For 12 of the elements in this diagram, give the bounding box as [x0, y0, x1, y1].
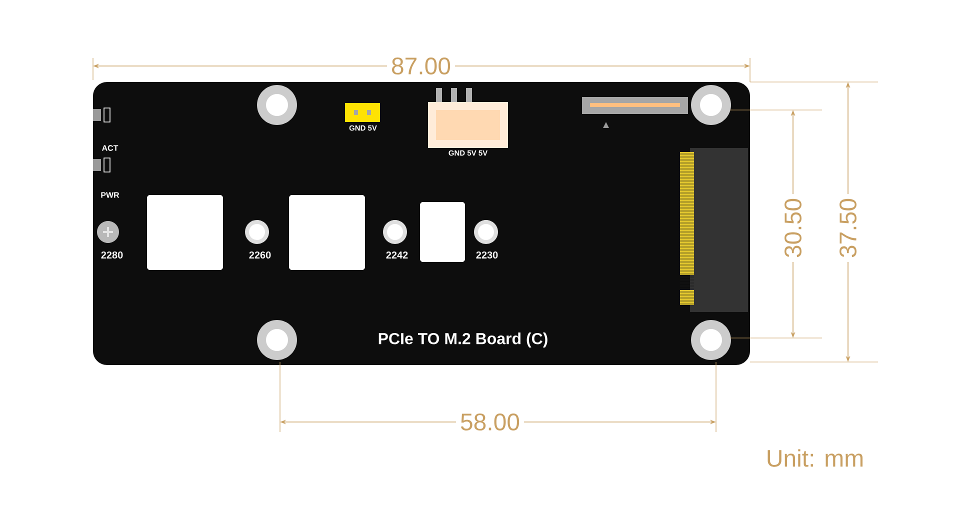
silkscreen-label: 2242 — [386, 252, 408, 258]
silkscreen-label: 2230 — [476, 251, 498, 259]
silkscreen-label: 2260 — [249, 251, 271, 259]
unit-note: Unit: mm — [762, 445, 868, 471]
board-title: PCIe TO M.2 Board (C) — [378, 332, 548, 348]
dimension-label: 30.50 — [780, 194, 806, 262]
dimension-label: 87.00 — [386, 54, 456, 78]
silkscreen-label: PWR — [101, 192, 120, 198]
dimension-label: 37.50 — [836, 194, 860, 262]
dimension-label: 58.00 — [456, 410, 524, 434]
silkscreen-label: 2280 — [101, 251, 123, 259]
silkscreen-label: ACT — [102, 145, 118, 151]
